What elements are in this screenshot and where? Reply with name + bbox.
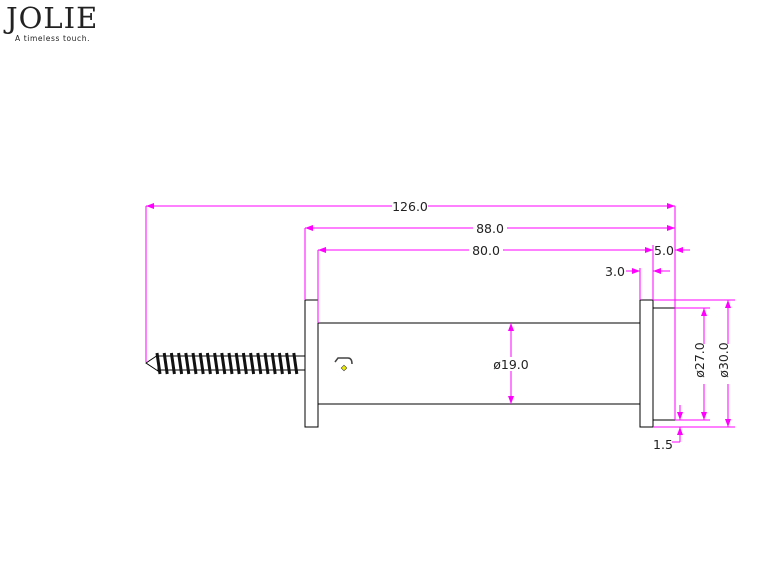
- screw-thread: [155, 352, 162, 375]
- right-flange: [639, 299, 654, 428]
- screw-thread: [205, 352, 212, 375]
- dimension-lines: [145, 203, 735, 443]
- screw-thread: [263, 352, 270, 375]
- part-outline: [145, 299, 676, 428]
- screw-thread: [277, 352, 284, 375]
- logo-tagline: A timeless touch.: [15, 34, 91, 43]
- brand-logo: JOLIE A timeless touch.: [6, 2, 98, 43]
- screw-thread: [162, 352, 169, 375]
- dim-cap-diameter: ø27.0: [692, 342, 707, 378]
- screw-thread: [191, 352, 198, 375]
- dimension-labels: 126.0 88.0 80.0 5.0 3.0 ø19.0 ø27.0 ø30.…: [392, 199, 736, 452]
- screw-thread: [256, 352, 263, 375]
- dim-overall-length: 126.0: [392, 199, 428, 214]
- screw-thread: [198, 352, 205, 375]
- screw-thread: [169, 352, 176, 375]
- screw-thread: [292, 352, 299, 375]
- dim-tube-length: 80.0: [472, 243, 500, 258]
- faucet-symbol-icon: [334, 357, 353, 372]
- screw-thread: [220, 352, 227, 375]
- dim-flange-diameter: ø30.0: [716, 342, 731, 378]
- screw-thread: [184, 352, 191, 375]
- screw-thread: [227, 352, 234, 375]
- dim-cap-length: 5.0: [654, 243, 674, 258]
- screw-thread: [213, 352, 220, 375]
- screw-thread: [177, 352, 184, 375]
- end-cap: [652, 307, 676, 421]
- dim-tube-diameter: ø19.0: [493, 357, 529, 372]
- screw-thread: [234, 352, 241, 375]
- dim-body-length: 88.0: [476, 221, 504, 236]
- left-flange: [304, 299, 319, 428]
- screw-thread: [270, 352, 277, 375]
- tube: [317, 322, 641, 405]
- dim-step: 1.5: [653, 437, 673, 452]
- screw-thread: [285, 352, 292, 375]
- screw-thread: [241, 352, 248, 375]
- screw-thread: [249, 352, 256, 375]
- screw: [145, 352, 305, 375]
- logo-wordmark: JOLIE: [6, 1, 99, 35]
- dim-flange-thickness: 3.0: [605, 264, 625, 279]
